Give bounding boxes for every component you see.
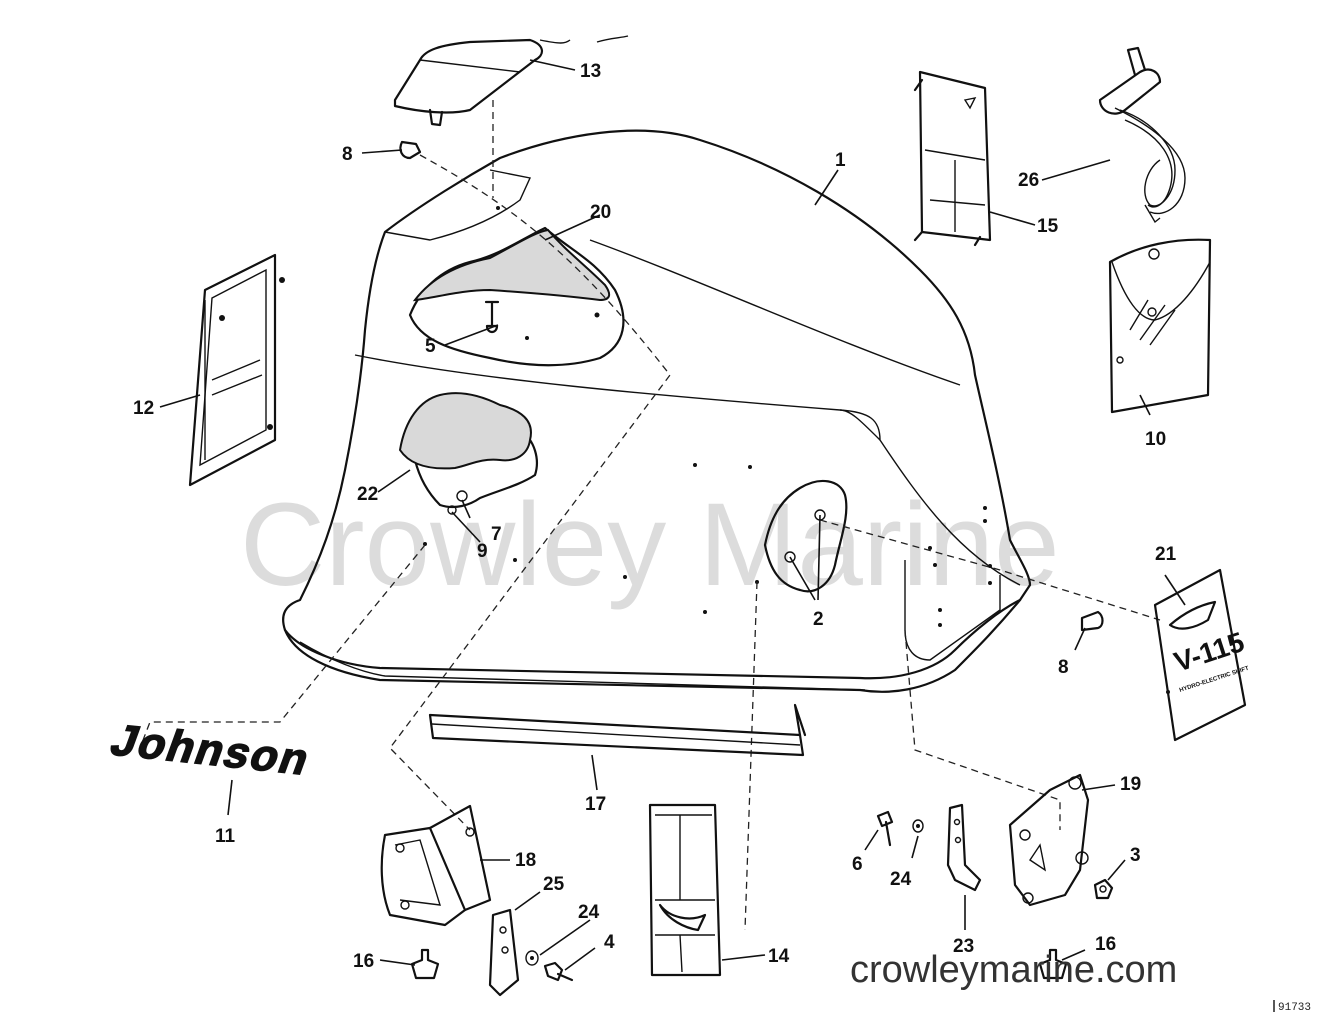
label-part-17: 17: [585, 794, 606, 815]
pin-right-part: [1080, 610, 1104, 632]
pin-top-part: [399, 140, 422, 160]
cable-part: [1098, 46, 1186, 224]
label-part-24b: 24: [890, 869, 912, 890]
johnson-nameplate-part: Johnson: [104, 716, 319, 785]
label-part-22: 22: [357, 484, 378, 505]
mounting-plate-part: [1008, 773, 1090, 907]
label-part-10: 10: [1145, 429, 1166, 450]
l-bracket-part: [946, 803, 982, 892]
label-part-19: 19: [1120, 774, 1141, 795]
side-panel-right-part: [913, 70, 992, 247]
label-part-23: 23: [953, 936, 974, 957]
bracket-part: [380, 804, 492, 927]
label-part-21: 21: [1155, 544, 1177, 565]
label-part-18: 18: [515, 850, 536, 871]
label-part-26: 26: [1018, 170, 1039, 191]
label-part-6: 6: [852, 854, 863, 875]
assembly-lines: [139, 100, 1161, 931]
label-part-16b: 16: [1095, 934, 1116, 955]
model-decal-part: V-115 HYDRO-ELECTRIC SHIFT: [1153, 568, 1250, 742]
label-part-15: 15: [1037, 216, 1059, 237]
label-part-8b: 8: [1058, 657, 1069, 678]
label-part-20: 20: [590, 202, 611, 223]
part-labels: 1 2 3 4 5 6 7 8 8 9 10 11 12 13 14 15 16…: [133, 61, 1177, 972]
small-hardware: [525, 810, 1114, 982]
label-part-9: 9: [477, 541, 488, 562]
top-cover-part: [393, 35, 629, 127]
label-part-12: 12: [133, 398, 154, 419]
label-part-7: 7: [491, 524, 502, 545]
leader-lines: [159, 59, 1186, 971]
stud-right-part: [1038, 948, 1068, 980]
side-panel-left-part: [188, 253, 285, 487]
label-part-14: 14: [768, 946, 790, 967]
label-part-13: 13: [580, 61, 601, 82]
label-part-25: 25: [543, 874, 565, 895]
label-part-2: 2: [813, 609, 824, 630]
rear-panel-part: [648, 803, 722, 977]
label-part-4: 4: [604, 932, 615, 953]
site-url: crowleymarine.com: [850, 949, 1177, 991]
clip-part: [488, 908, 520, 997]
label-part-11: 11: [215, 826, 236, 847]
engine-cover: [282, 129, 1032, 693]
label-part-5: 5: [425, 336, 436, 357]
label-part-16a: 16: [353, 951, 374, 972]
seal-strip-part: [428, 703, 807, 757]
label-part-1: 1: [835, 150, 846, 171]
label-part-3: 3: [1130, 845, 1141, 866]
stud-left-part: [410, 948, 440, 980]
label-part-8a: 8: [342, 144, 353, 165]
figure-ref: 91733: [1278, 1002, 1311, 1014]
label-part-24a: 24: [578, 902, 600, 923]
johnson-logo: Johnson: [105, 717, 318, 784]
document-pouch-part: [1108, 238, 1212, 414]
